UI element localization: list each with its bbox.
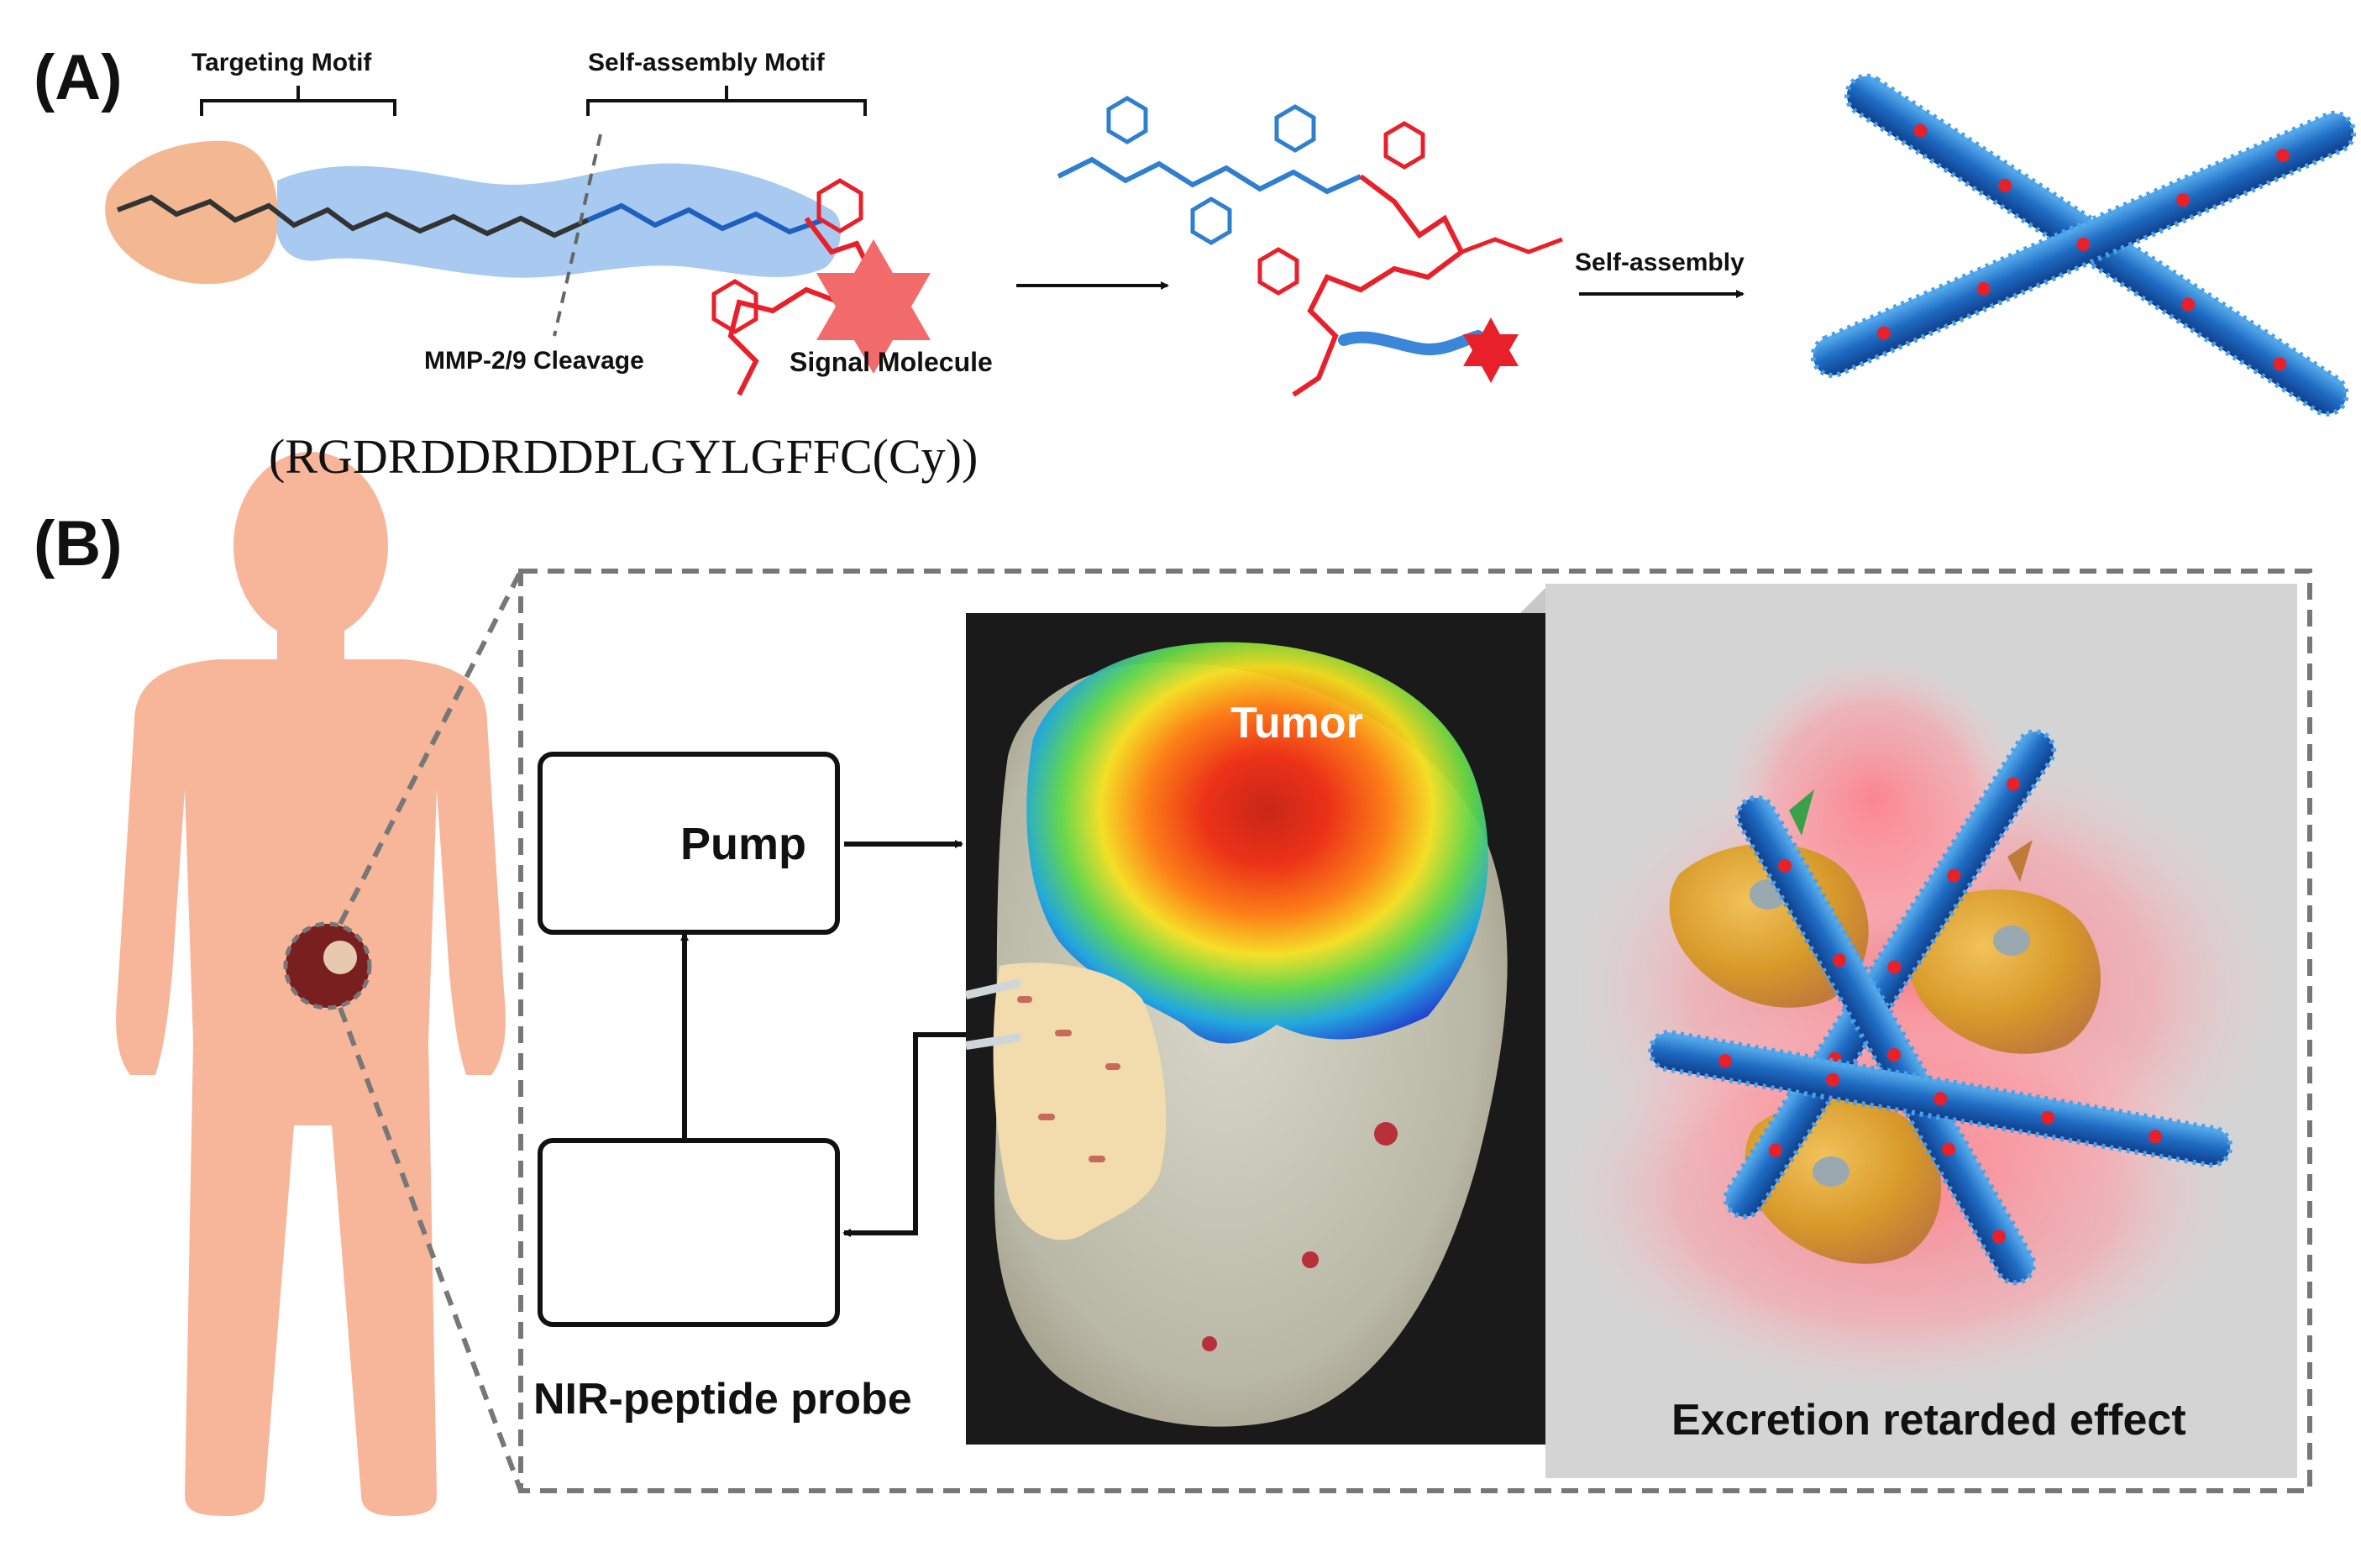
nanofibers-a (1810, 73, 2357, 417)
arrow-photo-to-probe (842, 1032, 966, 1237)
self-assembly-bracket (586, 86, 867, 116)
self-assembly-motif-shape (276, 163, 841, 278)
organ-highlight (323, 941, 357, 974)
self-assembly-motif-label: Self-assembly Motif (588, 49, 825, 76)
panel-a-label: (A) (34, 42, 123, 113)
tissue-dots (1017, 996, 1120, 1162)
dye-structure (727, 217, 877, 396)
tube-1 (964, 978, 1022, 999)
peptide-backbone-blue (586, 202, 824, 235)
product-peptide (1057, 156, 1362, 195)
targeting-motif-shape (105, 140, 278, 285)
blood-spot-2 (1302, 1251, 1319, 1268)
inset-frame (518, 569, 2312, 1493)
tissue-chunk (993, 962, 1167, 1240)
zoom-line-top (338, 569, 523, 926)
mini-probe-chain (1338, 330, 1484, 355)
effect-label: Excretion retarded effect (1671, 1396, 2186, 1445)
self-assembly-arrow-label: Self-assembly (1575, 249, 1745, 276)
product-dye-tail (1461, 237, 1563, 254)
cell-2 (1904, 840, 2101, 1054)
probe-label: NIR-peptide probe (533, 1375, 912, 1424)
human-silhouette-icon (116, 452, 506, 1516)
cleavage-line (553, 134, 602, 337)
peptide-backbone-gray (116, 194, 590, 239)
cleavage-label: MMP-2/9 Cleavage (424, 347, 644, 375)
pump-box (538, 752, 840, 935)
tumor-heatmap (1026, 642, 1488, 1044)
pump-label: Pump (680, 819, 807, 869)
tumor-label: Tumor (1230, 699, 1363, 747)
product-dye-rings (1257, 121, 1425, 296)
product-dye (1292, 174, 1465, 397)
product-rings (1106, 96, 1316, 245)
targeting-bracket (200, 86, 396, 116)
blood-spot-1 (1374, 1122, 1398, 1146)
probe-box (538, 1138, 840, 1327)
zoom-line-bottom (338, 1006, 523, 1492)
tube-2 (965, 1033, 1021, 1050)
dye-rings (711, 178, 863, 334)
peptide-sequence: (RGDRDDRDDPLGYLGFFC(Cy)) (269, 429, 979, 484)
blood-spot-3 (1202, 1336, 1217, 1351)
signal-molecule-star (816, 239, 931, 374)
nanofibers-b (1648, 729, 2233, 1286)
targeting-motif-label: Targeting Motif (192, 49, 372, 76)
panel-b-label: (B) (34, 508, 123, 579)
signal-molecule-label: Signal Molecule (790, 347, 993, 377)
mini-probe-star (1463, 317, 1519, 383)
